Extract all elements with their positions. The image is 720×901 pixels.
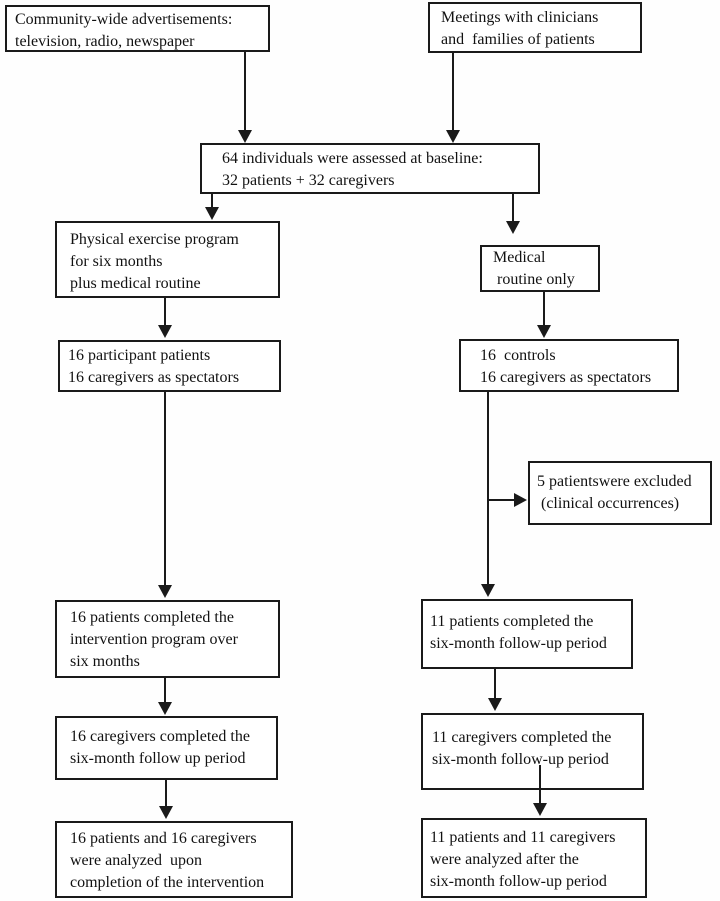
box-text-line: 32 patients + 32 caregivers <box>222 172 395 189</box>
box-text-line: Community-wide advertisements: <box>15 11 233 28</box>
arrow-down-icon <box>159 806 173 819</box>
box-text-line: 16 caregivers completed the <box>70 728 250 745</box>
box-text-line: were analyzed after the <box>430 851 579 868</box>
arrow-medical-to-controls-line <box>543 292 545 326</box>
box-text-line: (clinical occurrences) <box>537 495 680 512</box>
box-text-line: intervention program over <box>70 631 238 648</box>
box-text-line: Meetings with clinicians <box>441 9 599 26</box>
arrow-completed-to-caregivers-left-line <box>164 678 166 703</box>
box-text-line: 11 patients completed the <box>430 613 594 630</box>
box-text-line: 11 patients and 11 caregivers <box>430 829 616 846</box>
arrow-completed-to-caregivers-right-line <box>494 669 496 699</box>
arrow-caregivers-to-analyzed-left-line <box>165 780 167 807</box>
arrow-down-icon <box>158 585 172 598</box>
arrow-down-icon <box>506 221 520 234</box>
box-text-line: Physical exercise program <box>70 231 239 248</box>
box-text-line: were analyzed upon <box>70 852 202 869</box>
arrow-participants-to-completed-line <box>164 392 166 586</box>
flow-box-control-caregivers-completed: 11 caregivers completed the six-month fo… <box>421 713 644 790</box>
arrow-down-icon <box>488 698 502 711</box>
arrow-down-icon <box>158 325 172 338</box>
arrow-right-icon <box>514 493 527 507</box>
box-text-line: 16 caregivers as spectators <box>68 369 240 386</box>
flow-box-clinician-meetings: Meetings with clinicians and families of… <box>428 2 642 53</box>
box-text-line: Medical <box>493 249 546 266</box>
arrow-ads-to-baseline-line <box>244 52 246 132</box>
box-text-line: six-month follow-up period <box>430 635 607 652</box>
flow-box-intervention-analyzed: 16 patients and 16 caregivers were analy… <box>55 821 293 898</box>
flow-box-exercise-program: Physical exercise program for six months… <box>55 221 280 298</box>
box-text-line: 16 patients completed the <box>70 609 234 626</box>
flow-box-patients-excluded: 5 patientswere excluded (clinical occurr… <box>528 461 712 525</box>
arrow-meetings-to-baseline-line <box>452 53 454 131</box>
arrow-branch-to-excluded-line <box>487 499 515 501</box>
arrow-down-icon <box>481 584 495 597</box>
box-text-line: routine only <box>493 271 575 288</box>
box-text-line: 64 individuals were assessed at baseline… <box>222 150 483 167</box>
box-text-line: and families of patients <box>441 31 595 48</box>
flow-box-medical-routine-only: Medical routine only <box>480 245 600 292</box>
arrow-caregivers-to-analyzed-right-line <box>539 765 541 804</box>
box-text-line: television, radio, newspaper <box>15 33 195 50</box>
box-text-line: six-month follow up period <box>70 750 246 767</box>
box-text-line: 11 caregivers completed the <box>432 729 612 746</box>
arrow-exercise-to-participants-line <box>164 298 166 326</box>
flow-box-community-advertisements: Community-wide advertisements: televisio… <box>5 5 270 52</box>
box-text-line: six months <box>70 653 140 670</box>
flow-box-intervention-group: 16 participant patients 16 caregivers as… <box>58 340 281 392</box>
box-text-line: completion of the intervention <box>70 874 265 891</box>
arrow-down-icon <box>537 325 551 338</box>
box-text-line: six-month follow-up period <box>430 873 607 890</box>
arrow-controls-to-completed-line <box>487 392 489 585</box>
box-text-line: 16 caregivers as spectators <box>480 369 652 386</box>
arrow-baseline-to-exercise-line <box>211 194 213 208</box>
box-text-line: six-month follow-up period <box>432 751 609 768</box>
box-text-line: 16 patients and 16 caregivers <box>70 830 257 847</box>
flow-box-intervention-caregivers-completed: 16 caregivers completed the six-month fo… <box>55 716 278 780</box>
flow-box-baseline-assessment: 64 individuals were assessed at baseline… <box>200 143 540 194</box>
flow-box-control-group: 16 controls 16 caregivers as spectators <box>459 339 679 392</box>
arrow-down-icon <box>158 702 172 715</box>
flow-box-control-analyzed: 11 patients and 11 caregivers were analy… <box>421 818 647 898</box>
arrow-baseline-to-medical-line <box>512 194 514 222</box>
arrow-down-icon <box>205 207 219 220</box>
flow-box-intervention-patients-completed: 16 patients completed the intervention p… <box>55 600 280 678</box>
box-text-line: 16 participant patients <box>68 347 211 364</box>
arrow-down-icon <box>533 803 547 816</box>
flow-box-control-patients-completed: 11 patients completed the six-month foll… <box>421 599 633 669</box>
box-text-line: for six months <box>70 253 163 270</box>
box-text-line: 16 controls <box>480 347 556 364</box>
arrow-down-icon <box>238 130 252 143</box>
arrow-down-icon <box>446 130 460 143</box>
box-text-line: 5 patientswere excluded <box>537 473 692 490</box>
box-text-line: plus medical routine <box>70 275 201 292</box>
